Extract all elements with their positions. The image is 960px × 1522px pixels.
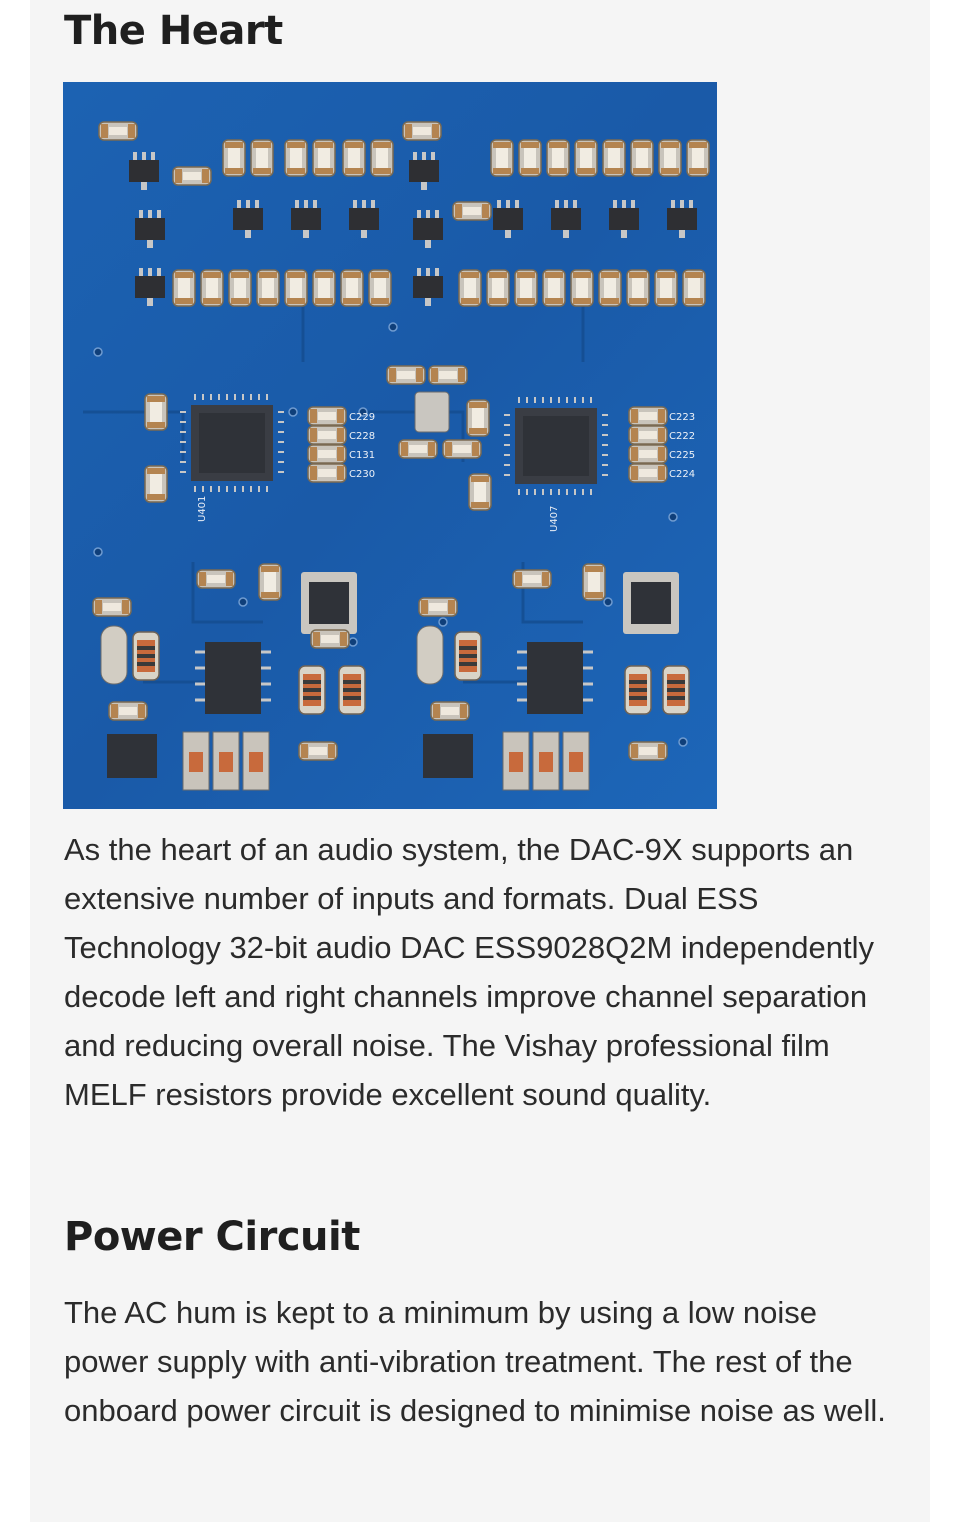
chip-label-right: U407	[549, 506, 560, 532]
cap-label: C131	[349, 450, 375, 461]
cap-label: C228	[349, 431, 375, 442]
cap-label: C225	[669, 450, 695, 461]
cap-label: C230	[349, 469, 375, 480]
section-body-power-circuit: The AC hum is kept to a minimum by using…	[64, 1295, 886, 1428]
section-title-the-heart: The Heart	[64, 8, 283, 54]
content-card: The Heart	[30, 0, 930, 1522]
chip-label-left: U401	[197, 496, 208, 522]
cap-label: C223	[669, 412, 695, 423]
cap-label: C224	[669, 469, 695, 480]
pcb-photo: U401 C229 C228 C131 C230 U407	[63, 82, 717, 809]
section-title-power-circuit: Power Circuit	[64, 1214, 360, 1260]
cap-label: C229	[349, 412, 375, 423]
cap-label: C222	[669, 431, 695, 442]
section-body-the-heart: As the heart of an audio system, the DAC…	[64, 832, 874, 1112]
